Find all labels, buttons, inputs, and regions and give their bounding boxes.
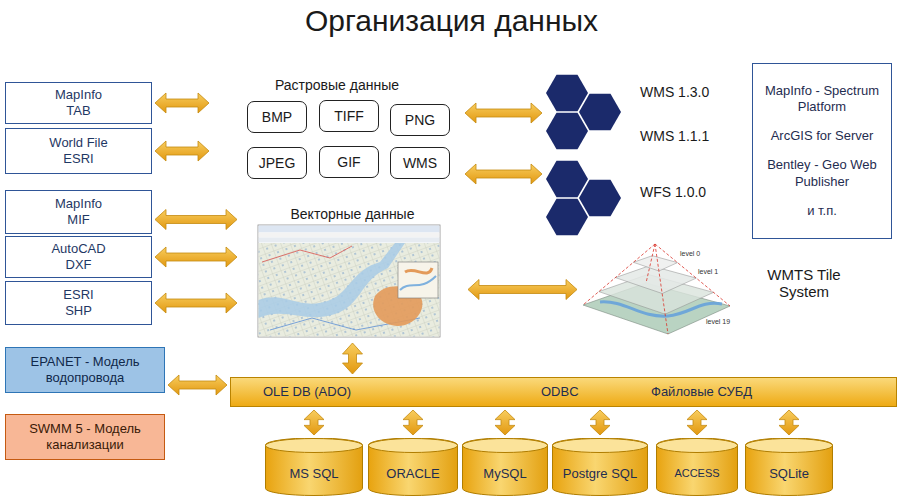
text-slot: Файловые СУБД	[651, 384, 752, 399]
node-text: Bentley - Geo Web Publisher	[759, 157, 885, 190]
database-cylinder: SQLite	[745, 438, 833, 496]
data-group: Растровые данныеBMP TIFF PNG JPEG GIF WMS	[212, 74, 462, 190]
format-box: MapInfo MIF	[5, 190, 152, 234]
node-text: BMP	[262, 109, 292, 125]
database-cylinder: MySQL	[462, 438, 548, 496]
level-label: level 1	[698, 268, 718, 275]
text-slot: ODBC	[541, 384, 579, 399]
double-arrow	[687, 410, 707, 435]
node-text: MapInfo MIF	[48, 196, 110, 227]
service-icon	[546, 161, 621, 235]
node-text: SWMM 5 - Модель канализации	[10, 421, 160, 452]
format-chip: GIF	[319, 146, 379, 178]
node-text: ACCESS	[674, 467, 719, 479]
node-text: и т.п.	[807, 203, 837, 219]
node-text: WMS 1.3.0	[640, 84, 709, 100]
node-text: WFS 1.0.0	[640, 184, 706, 200]
node-text: OLE DB (ADO)	[263, 384, 351, 399]
text-slot: WFS 1.0.0	[640, 184, 706, 200]
node-text: ESRI SHP	[56, 287, 101, 318]
node-text: MapInfo TAB	[48, 87, 110, 118]
double-arrow	[155, 293, 237, 313]
node-text: World File ESRI	[43, 135, 115, 166]
service-icon	[546, 75, 621, 149]
double-arrow	[155, 210, 237, 230]
format-chip: TIFF	[319, 100, 379, 132]
node-text: WMS 1.1.1	[640, 128, 709, 144]
node-text: TIFF	[334, 108, 364, 124]
format-box: AutoCAD DXF	[5, 236, 152, 278]
node-text: ArcGIS for Server	[771, 128, 874, 144]
text-slot: WMTS Tile System	[756, 266, 852, 300]
level-label: level 0	[680, 250, 700, 257]
level-label: level 19	[706, 318, 730, 325]
double-arrow	[779, 410, 799, 435]
web-service: WMS 1.3.0WMS 1.1.1	[545, 72, 730, 152]
node-text: AutoCAD DXF	[46, 241, 112, 272]
node-text: WMS	[403, 155, 437, 171]
map-screenshot	[258, 225, 440, 337]
double-arrow	[155, 93, 209, 113]
node-text: GIF	[337, 154, 360, 170]
format-chip: PNG	[390, 104, 450, 136]
format-box: World File ESRI	[5, 128, 152, 174]
format-chip: WMS	[390, 147, 450, 179]
double-arrow	[168, 375, 227, 395]
database-cylinder: ACCESS	[656, 438, 738, 496]
server-list-box: MapInfo - Spectrum PlatformArcGIS for Se…	[752, 63, 892, 239]
node-text: Векторные данные	[240, 206, 465, 222]
text-slot: Растровые данные	[212, 77, 462, 93]
node-text: ORACLE	[386, 466, 439, 481]
format-box: MapInfo TAB	[5, 82, 152, 124]
format-chip: JPEG	[247, 147, 307, 179]
node-text: JPEG	[259, 155, 296, 171]
text-slot: WMS 1.3.0	[640, 84, 709, 100]
driver-band: OLE DB (ADO) ODBC Файловые СУБД	[230, 377, 897, 407]
node-text: EPANET - Модель водопровода	[10, 354, 160, 385]
database-cylinder: Postgre SQL	[552, 438, 648, 496]
node-text: Postgre SQL	[563, 466, 637, 481]
node-text: WMTS Tile System	[756, 266, 852, 300]
database-cylinder: ORACLE	[368, 438, 458, 496]
double-arrow	[155, 247, 237, 267]
double-arrow	[155, 141, 209, 161]
database-cylinder: MS SQL	[265, 438, 363, 496]
double-arrow	[465, 164, 542, 184]
model-box: EPANET - Модель водопровода	[5, 347, 165, 393]
format-chip: BMP	[247, 101, 307, 133]
data-group: Векторные данные	[240, 205, 465, 340]
node-text: ODBC	[541, 384, 579, 399]
double-arrow	[465, 103, 542, 123]
double-arrow	[495, 410, 515, 435]
double-arrow	[304, 410, 324, 435]
node-text: Файловые СУБД	[651, 384, 752, 399]
model-box: SWMM 5 - Модель канализации	[5, 414, 165, 460]
title: Организация данных	[0, 4, 903, 38]
node-text: SQLite	[769, 466, 809, 481]
text-slot: Векторные данные	[240, 206, 465, 222]
format-box: ESRI SHP	[5, 281, 152, 325]
double-arrow	[590, 410, 610, 435]
node-text: PNG	[405, 112, 435, 128]
double-arrow	[403, 410, 423, 435]
node-text: MapInfo - Spectrum Platform	[759, 83, 885, 116]
node-text: MS SQL	[289, 466, 338, 481]
node-text: MySQL	[483, 466, 526, 481]
node-text: Растровые данные	[212, 77, 462, 93]
web-service: WFS 1.0.0	[545, 158, 730, 238]
text-slot: OLE DB (ADO)	[263, 384, 351, 399]
double-arrow	[468, 280, 577, 300]
double-arrow	[343, 343, 363, 374]
text-slot: WMS 1.1.1	[640, 128, 709, 144]
tile-pyramid	[583, 244, 730, 334]
